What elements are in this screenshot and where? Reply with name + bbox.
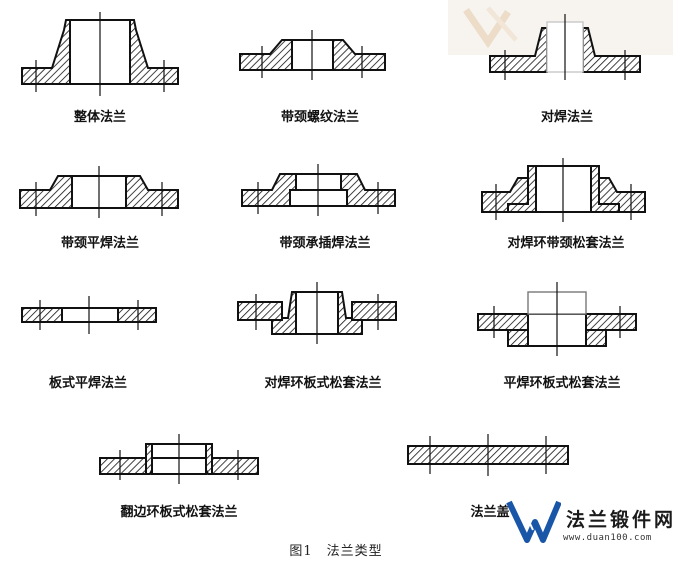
weld-neck-flange-drawing [489,14,641,80]
caption-lap-joint-plate-flange-slip-ring: 平焊环板式松套法兰 [503,376,621,391]
caption-slip-on-hubbed-flange: 带颈平焊法兰 [60,236,140,251]
lap-joint-plate-flange-slip-ring-drawing [477,282,637,356]
plate-slip-on-flange-drawing [21,296,157,334]
blind-flange-drawing [407,434,569,476]
caption-blind-flange: 法兰盖 [470,505,510,520]
caption-integral-flange: 整体法兰 [73,110,127,125]
lap-joint-plate-flange-weld-ring-drawing [237,282,397,344]
socket-weld-flange-drawing [241,164,396,216]
caption-weld-neck-flange: 对焊法兰 [540,110,594,125]
figure-caption: 图1 法兰类型 [289,544,383,559]
caption-lap-joint-plate-flange-weld-ring: 对焊环板式松套法兰 [264,376,382,391]
caption-lap-joint-hubbed-flange: 对焊环带颈松套法兰 [507,236,625,251]
caption-lap-joint-plate-flange-flared-ring: 翻边环板式松套法兰 [120,505,238,520]
threaded-flange-drawing [239,30,386,80]
lap-joint-plate-flange-flared-ring-drawing [99,434,259,484]
watermark-title: 法兰锻件网 [566,509,673,531]
slip-on-hubbed-flange-drawing [19,166,179,218]
caption-socket-weld-flange: 带颈承插焊法兰 [279,236,371,251]
duan100-logo-icon [506,499,561,543]
caption-plate-slip-on-flange: 板式平焊法兰 [48,376,128,391]
integral-flange-drawing [21,12,179,96]
watermark-url: www.duan100.com [563,533,652,543]
lap-joint-hubbed-flange-drawing [481,158,646,222]
caption-threaded-flange: 带颈螺纹法兰 [280,110,360,125]
